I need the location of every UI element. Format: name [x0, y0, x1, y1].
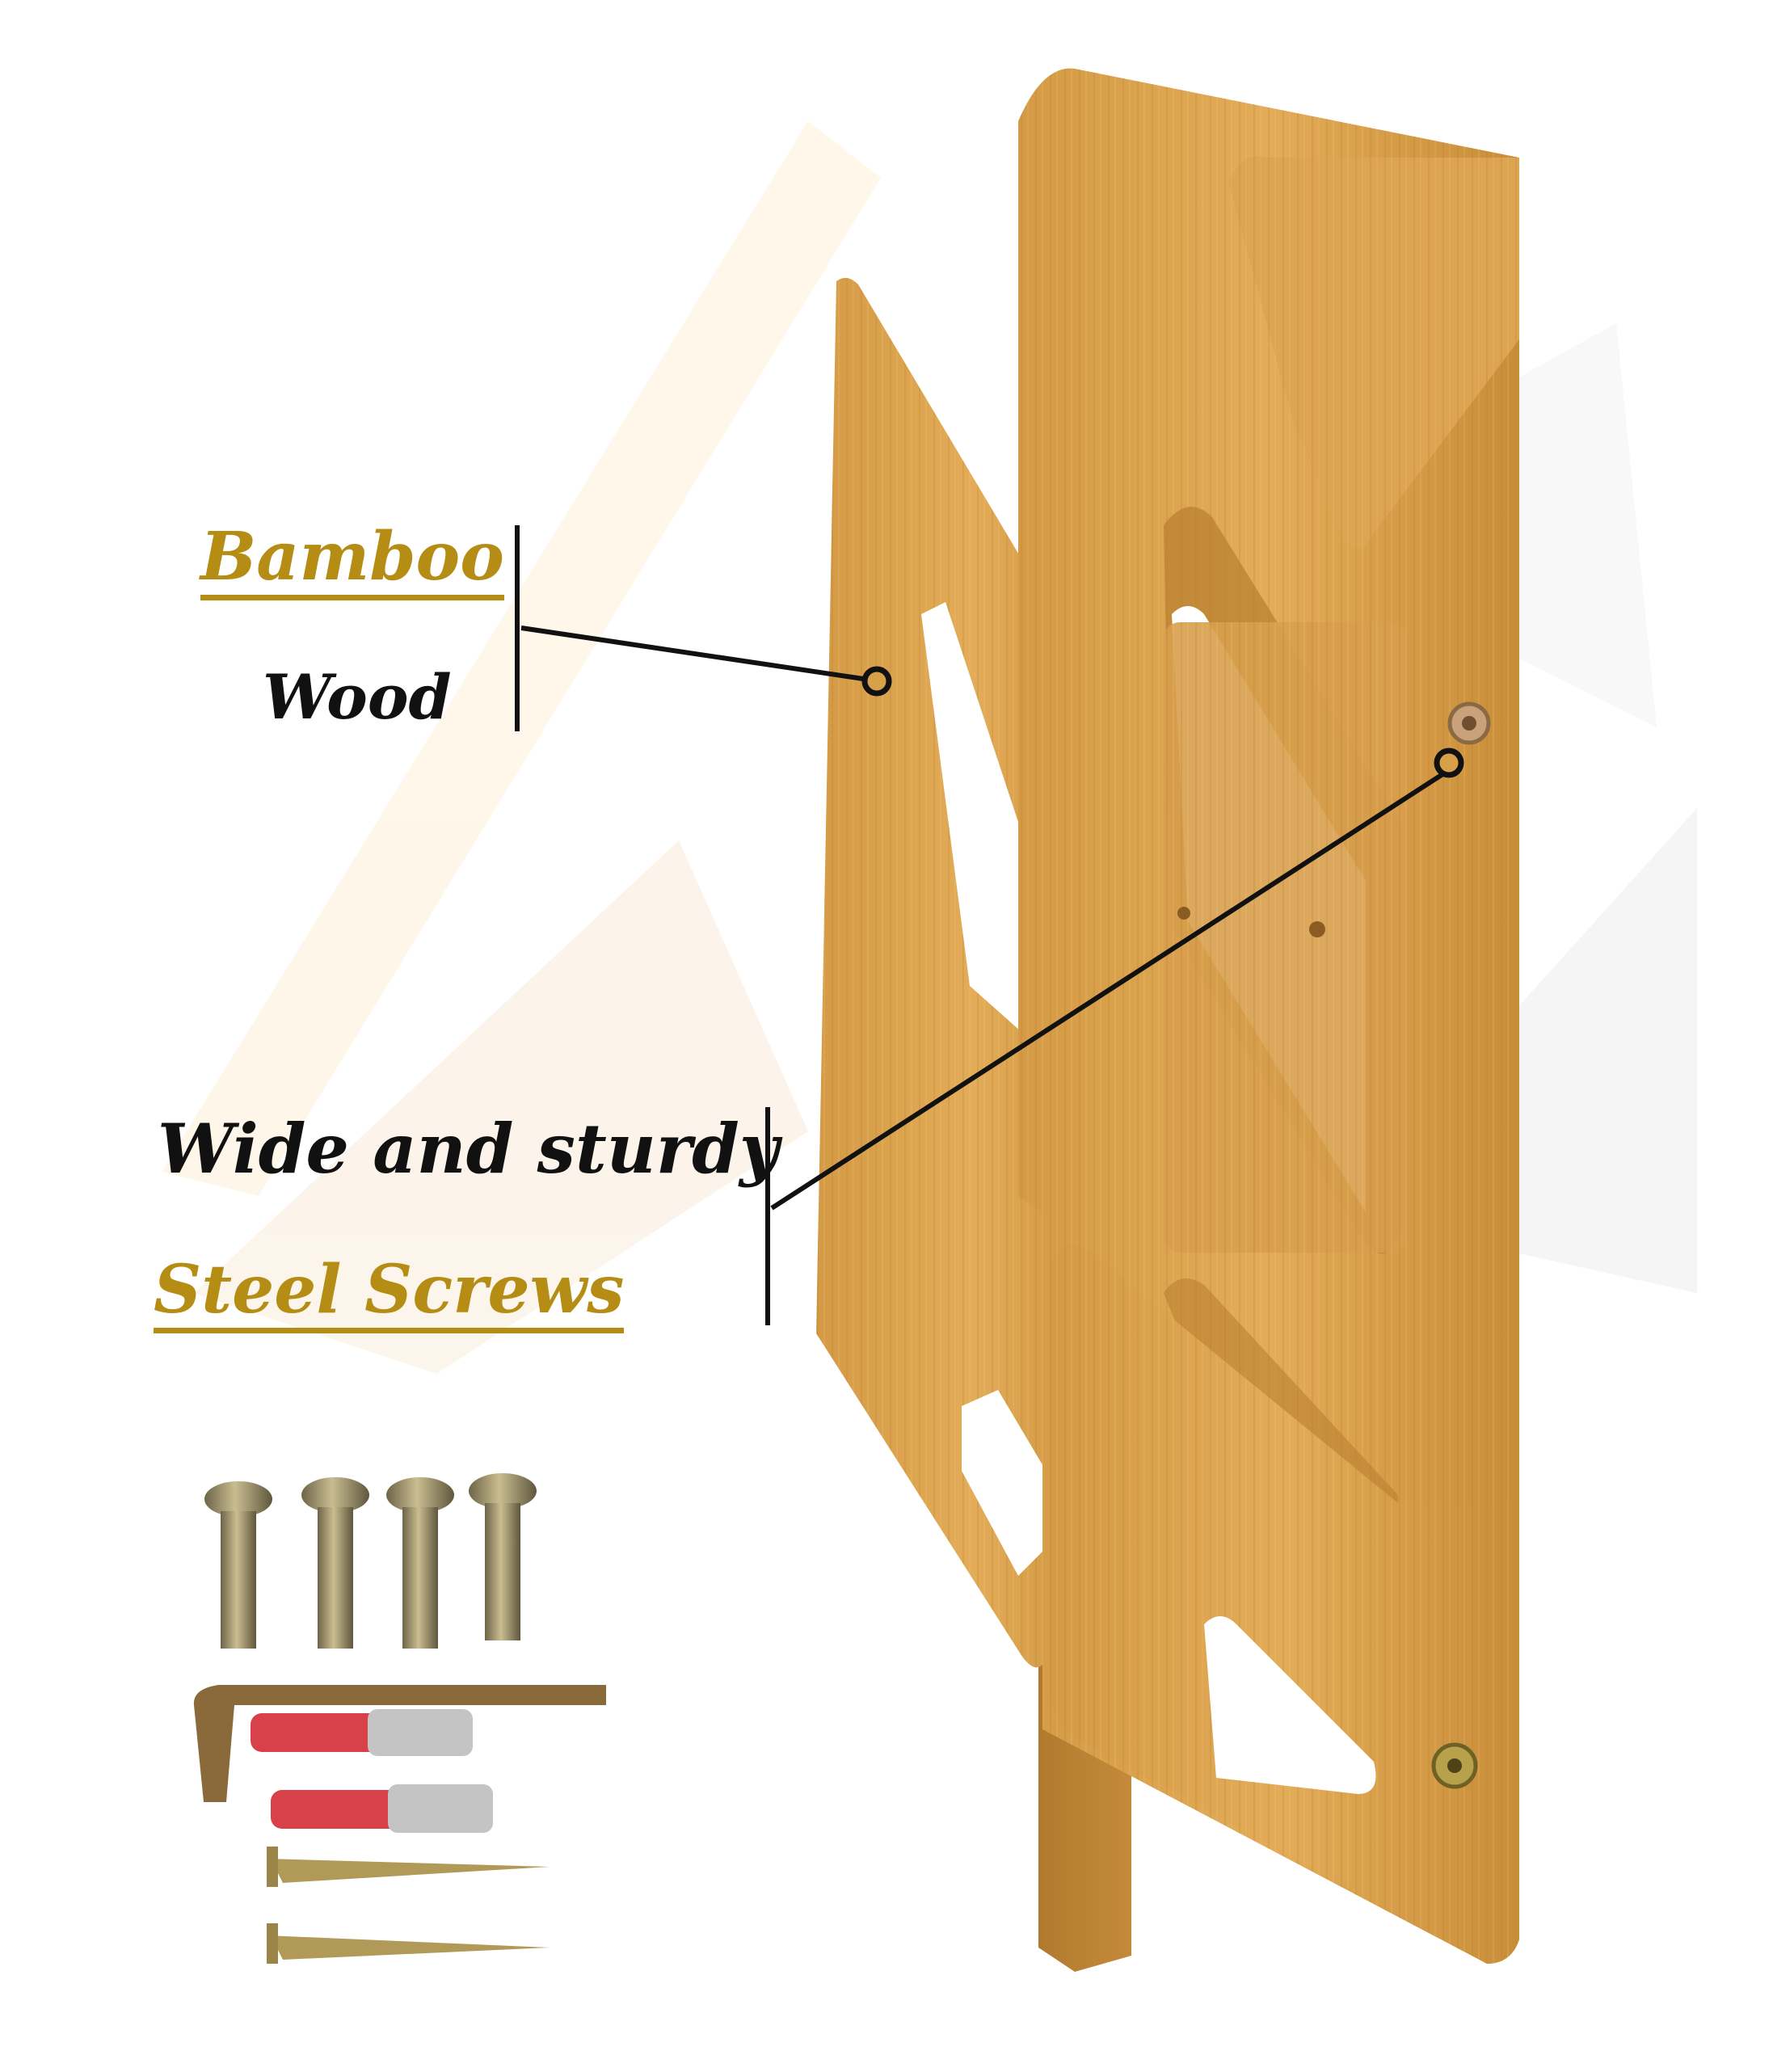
- wood-screw-2: [267, 1923, 550, 1964]
- machine-screw-3: [386, 1477, 454, 1649]
- allen-key: [193, 1685, 606, 1802]
- callout-hardware-connector: [765, 748, 1464, 1325]
- callout-material-subtitle: Wood: [263, 661, 452, 733]
- wall-plug-2: [271, 1784, 493, 1833]
- rack-lower-bracket: [1051, 1244, 1519, 1964]
- callout-hardware-title: Wide and sturdy: [158, 1109, 779, 1189]
- callout-hardware-subtitle: Steel Screws: [154, 1257, 625, 1333]
- wall-plug-1: [251, 1709, 473, 1756]
- machine-screw-2: [301, 1477, 369, 1649]
- hardware-kit: [193, 1473, 606, 1964]
- wood-screw-1: [267, 1847, 550, 1887]
- machine-screw-1: [204, 1481, 272, 1649]
- callout-material-connector: [515, 525, 892, 731]
- machine-screw-4: [469, 1473, 537, 1640]
- panel-screws: [1177, 701, 1491, 1789]
- callout-material-title: Bamboo: [200, 524, 504, 600]
